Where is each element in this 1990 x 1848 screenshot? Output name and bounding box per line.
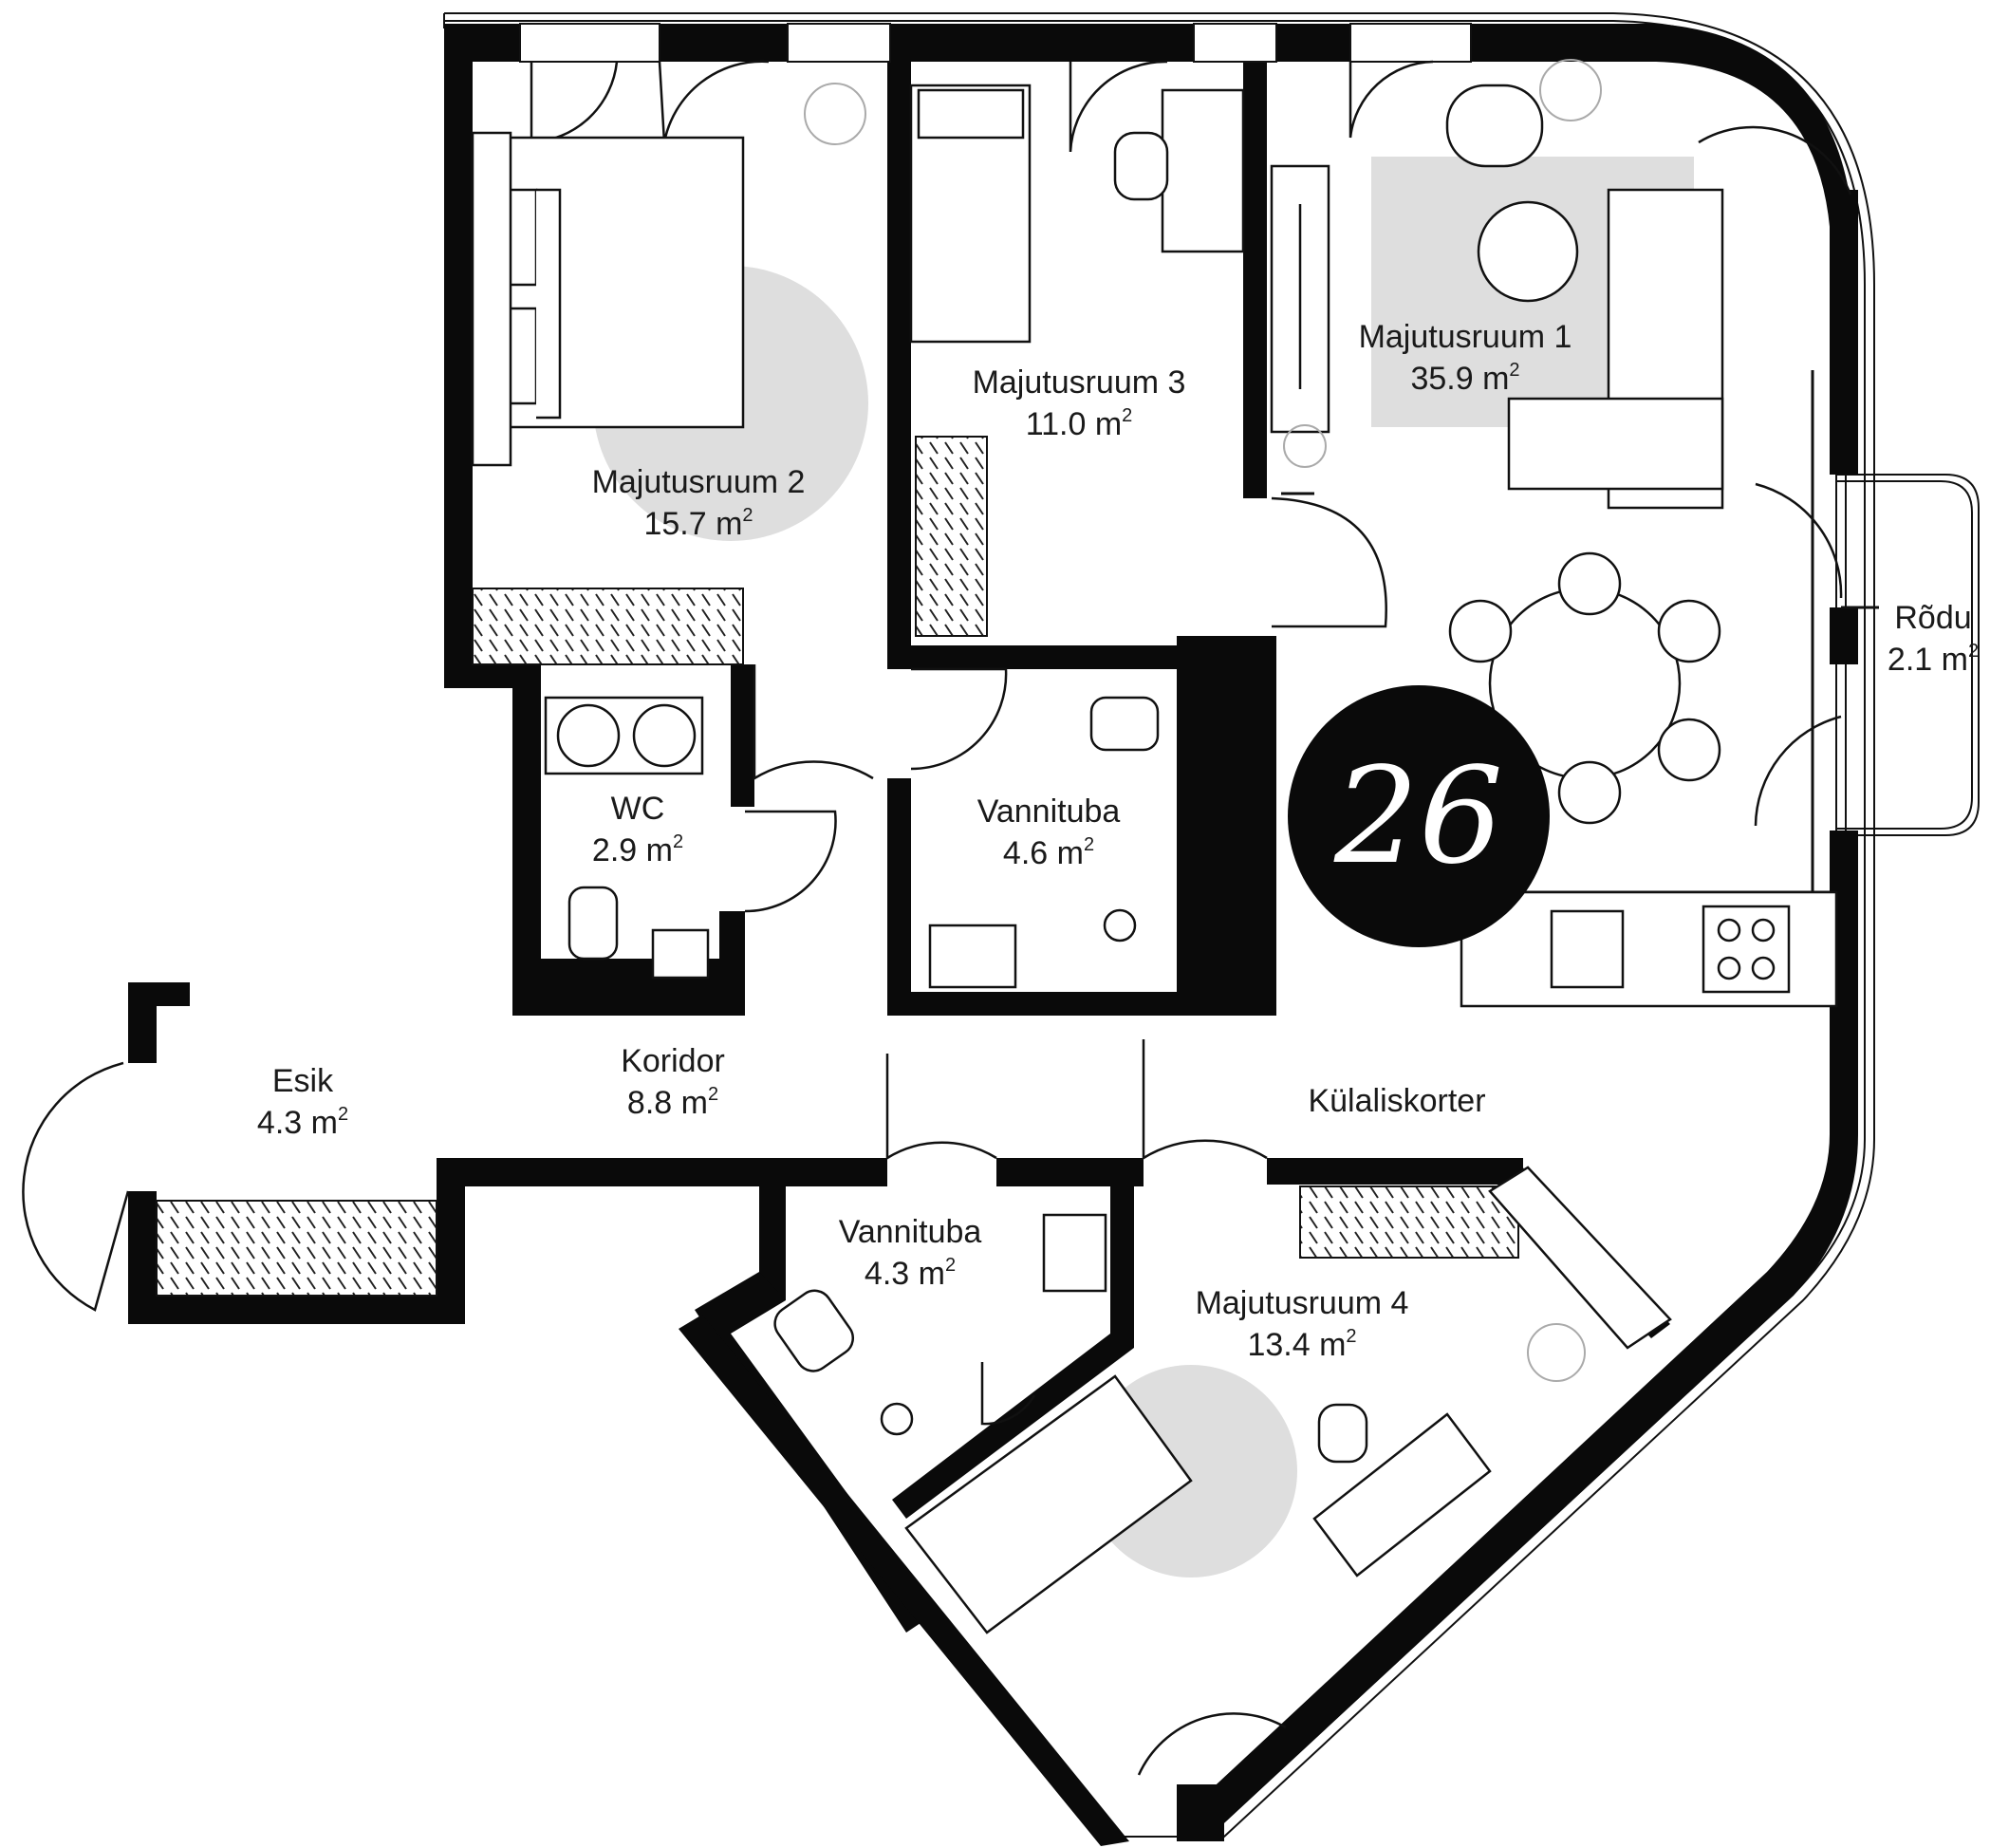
room-name: Majutusruum 1: [1358, 319, 1572, 355]
room-area: 4.3 m2: [864, 1255, 957, 1292]
room-label-koridor: Koridor 8.8 m2: [621, 1040, 725, 1124]
shower-drain: [880, 1402, 914, 1436]
furniture: [471, 84, 1838, 1634]
room-name: Rõdu: [1894, 600, 1972, 636]
coffee-table: [1477, 200, 1579, 303]
single-bed-4: [904, 1374, 1193, 1634]
room-area: 15.7 m2: [643, 505, 753, 542]
room-label-rodu: Rõdu 2.1 m2: [1888, 597, 1979, 681]
room-area: 35.9 m2: [1410, 360, 1520, 397]
room-label-majutusruum-3: Majutusruum 3 11.0 m2: [973, 362, 1186, 445]
room-area: 2.1 m2: [1887, 641, 1980, 678]
room-label-majutusruum-2: Majutusruum 2 15.7 m2: [592, 461, 806, 545]
room-name: Majutusruum 2: [591, 464, 806, 500]
room-name: WC: [610, 791, 665, 827]
room-area: 2.9 m2: [591, 831, 684, 868]
plants: [804, 59, 1602, 1382]
room-name: Vannituba: [838, 1214, 982, 1250]
zone-label: Külaliskorter: [1308, 1083, 1486, 1119]
room-label-majutusruum-1: Majutusruum 1 35.9 m2: [1359, 316, 1572, 400]
room-area: 4.3 m2: [256, 1104, 349, 1141]
walls: [128, 24, 1858, 1846]
toilet: [773, 1289, 855, 1372]
room-name: Majutusruum 4: [1195, 1285, 1409, 1321]
bath-sink: [928, 924, 1017, 989]
room-label-wc: WC 2.9 m2: [592, 788, 683, 871]
desk-4: [1312, 1412, 1492, 1577]
wc-sink: [651, 928, 710, 980]
shower-drain: [1103, 908, 1137, 943]
room-label-vannituba-b: Vannituba 4.3 m2: [839, 1211, 982, 1295]
desk: [1161, 88, 1245, 253]
toilet: [567, 886, 619, 961]
room-label-esik: Esik 4.3 m2: [257, 1060, 348, 1144]
shelf-4: [1488, 1166, 1672, 1350]
room-label-vannituba-a: Vannituba 4.6 m2: [977, 791, 1121, 874]
room-name: Esik: [271, 1063, 334, 1099]
toilet: [1089, 696, 1160, 752]
room-area: 13.4 m2: [1247, 1326, 1357, 1363]
room-area: 11.0 m2: [1025, 405, 1133, 442]
chair: [1113, 131, 1169, 201]
wardrobes: [156, 436, 1519, 1297]
unit-number-badge: 26: [1288, 685, 1550, 947]
doors: [22, 60, 1852, 1776]
bath-sink: [1042, 1213, 1107, 1293]
windows: [519, 23, 1847, 831]
armchair: [1445, 84, 1544, 168]
room-area: 8.8 m2: [626, 1084, 719, 1121]
room-name: Vannituba: [976, 793, 1121, 830]
room-name: Majutusruum 3: [972, 364, 1186, 401]
room-name: Koridor: [621, 1043, 725, 1079]
chair-4: [1317, 1403, 1368, 1464]
room-label-majutusruum-4: Majutusruum 4 13.4 m2: [1196, 1282, 1409, 1366]
room-area: 4.6 m2: [1002, 834, 1095, 871]
